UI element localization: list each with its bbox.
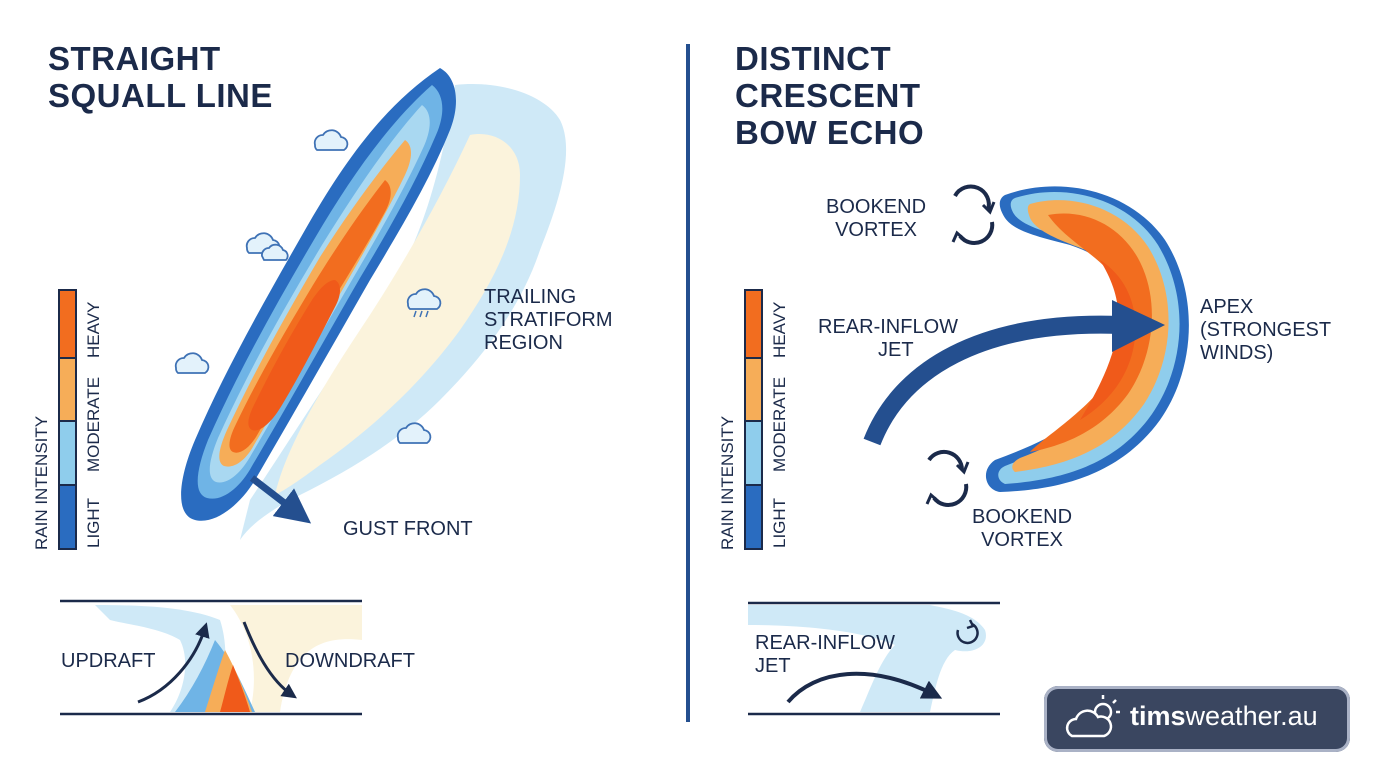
- apex-label-line: WINDS): [1200, 342, 1274, 364]
- right-legend-heavy: HEAVY: [770, 301, 789, 358]
- cloud-icon: [396, 422, 432, 444]
- xs-vortex-icon: [956, 619, 979, 645]
- bookend-label-line: VORTEX: [981, 529, 1063, 551]
- left-title-line: SQUALL LINE: [48, 77, 273, 114]
- xs-core-heavy: [220, 665, 250, 712]
- trailing-label-line: REGION: [484, 332, 563, 354]
- rear-inflow-label-line: REAR-INFLOW: [818, 316, 958, 338]
- right-legend-light: LIGHT: [770, 497, 789, 548]
- bow-echo-radar: [985, 186, 1189, 492]
- rain-drops-icon: [413, 310, 429, 318]
- logo-bold: tims: [1130, 701, 1186, 731]
- cloud-icon: [261, 243, 289, 261]
- left-title: STRAIGHT SQUALL LINE: [48, 40, 273, 114]
- bookend-vortex-top-label: BOOKEND VORTEX: [826, 196, 926, 242]
- left-legend-light: LIGHT: [84, 497, 103, 548]
- gust-front-label: GUST FRONT: [343, 518, 473, 540]
- bookend-vortex-bottom-label: BOOKEND VORTEX: [972, 506, 1072, 552]
- rear-inflow-jet-label: REAR-INFLOW JET: [818, 316, 958, 362]
- apex-label-line: APEX: [1200, 296, 1254, 318]
- squall-heavy-core: [248, 280, 340, 431]
- trailing-label-line: TRAILING: [484, 286, 577, 308]
- left-legend-title: RAIN INTENSITY: [32, 415, 51, 550]
- logo-text: timsweather.au: [1130, 701, 1318, 732]
- left-title-line: STRAIGHT: [48, 40, 221, 77]
- right-title: DISTINCT CRESCENT BOW ECHO: [735, 40, 924, 151]
- bookend-label-line: BOOKEND: [826, 196, 927, 218]
- bookend-label-line: BOOKEND: [972, 506, 1073, 528]
- trailing-label-line: STRATIFORM: [484, 309, 613, 331]
- right-legend-bar: [744, 289, 763, 550]
- cloud-icons: [174, 129, 442, 444]
- rear-inflow-label-line: JET: [878, 339, 914, 361]
- xs-rear-inflow-label: REAR-INFLOW JET: [755, 632, 895, 678]
- bookend-label-line: VORTEX: [835, 219, 917, 241]
- right-cross-section: [748, 601, 1000, 716]
- logo-icon-layer: [1065, 695, 1120, 738]
- apex-label: APEX (STRONGEST WINDS): [1200, 296, 1331, 365]
- updraft-arrow: [137, 622, 210, 704]
- downdraft-arrow: [242, 621, 297, 699]
- bow-heavy-core: [1080, 260, 1136, 420]
- cloud-icon: [406, 288, 442, 310]
- xs-cloud-pale: [95, 605, 226, 712]
- xs-rear-inflow-arrow: [786, 671, 943, 704]
- right-title-line: CRESCENT: [735, 77, 921, 114]
- left-legend-moderate: MODERATE: [84, 376, 103, 472]
- right-legend-moderate: MODERATE: [770, 376, 789, 472]
- downdraft-label: DOWNDRAFT: [285, 650, 415, 672]
- left-legend-bar: [58, 289, 77, 550]
- right-title-line: BOW ECHO: [735, 114, 925, 151]
- gust-front-arrow: [249, 475, 312, 524]
- trailing-stratiform-label: TRAILING STRATIFORM REGION: [484, 286, 613, 355]
- bookend-vortex-bottom-icon: [925, 449, 970, 507]
- xs-rear-inflow-label-line: JET: [755, 655, 791, 677]
- rear-inflow-jet-arrowhead: [1112, 300, 1165, 352]
- xs-stratiform: [230, 605, 362, 712]
- rear-inflow-jet-arrow: [863, 315, 1121, 446]
- right-legend-title: RAIN INTENSITY: [718, 415, 737, 550]
- bow-heavy: [1030, 213, 1152, 452]
- updraft-label: UPDRAFT: [61, 650, 156, 672]
- bookend-vortex-top-icon: [951, 184, 996, 245]
- cloud-icon: [313, 129, 349, 151]
- right-title-line: DISTINCT: [735, 40, 892, 77]
- cloud-icon: [174, 352, 210, 374]
- squall-line-radar: [181, 68, 567, 540]
- logo-rest: weather.au: [1185, 701, 1318, 731]
- xs-rear-inflow-label-line: REAR-INFLOW: [755, 632, 895, 654]
- left-cross-section: [60, 599, 362, 716]
- apex-label-line: (STRONGEST: [1200, 319, 1332, 341]
- stratiform-region: [275, 134, 520, 496]
- left-legend-heavy: HEAVY: [84, 301, 103, 358]
